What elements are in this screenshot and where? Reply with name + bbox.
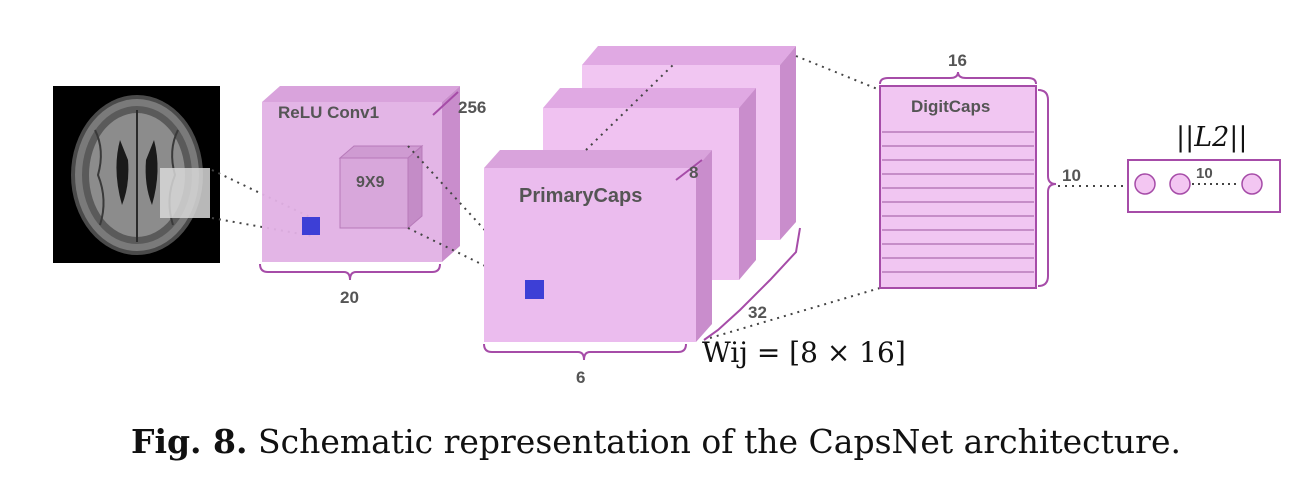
digit-width-label: 16 (948, 51, 967, 70)
brain-mri-image (53, 86, 220, 263)
output-count-label: 10 (1196, 165, 1213, 182)
primary-width-brace (483, 343, 687, 361)
relu-width-brace (259, 263, 441, 281)
primary-depth-label: 8 (689, 163, 698, 182)
primary-caps-stack: PrimaryCaps 8 6 32 (483, 46, 801, 387)
primary-count-brace (703, 227, 801, 341)
primary-caps-label: PrimaryCaps (519, 185, 642, 207)
weight-label: Wij = [8 × 16] (702, 336, 906, 369)
primary-width-label: 6 (576, 368, 585, 387)
conv-kernel-marker (302, 217, 320, 235)
digit-width-brace (879, 71, 1037, 85)
digit-caps-block: 16 DigitCaps 10 (879, 51, 1081, 289)
output-capsule (1241, 173, 1263, 195)
caption-text: Schematic representation of the CapsNet … (247, 422, 1181, 461)
digit-caps-label: DigitCaps (911, 97, 990, 116)
capsnet-diagram: ReLU Conv1 256 9X9 20 PrimaryCaps 8 6 32 (53, 46, 1281, 387)
digit-height-brace (1037, 89, 1057, 287)
output-capsule (1134, 173, 1156, 195)
relu-depth-label: 256 (458, 98, 486, 117)
figure-number: Fig. 8. (131, 422, 248, 461)
primary-caps-unit (525, 280, 544, 299)
relu-conv1-label: ReLU Conv1 (278, 103, 379, 122)
weight-formula: Wij = [8 × 16] (702, 336, 906, 369)
kernel-size-label: 9X9 (356, 174, 385, 191)
figure-caption: Fig. 8. Schematic representation of the … (0, 422, 1312, 461)
relu-width-label: 20 (340, 288, 359, 307)
output-norm-label: ||L2|| (1176, 122, 1248, 153)
primary-count-label: 32 (748, 303, 767, 322)
digit-height-label: 10 (1062, 166, 1081, 185)
relu-conv1-block: ReLU Conv1 256 9X9 20 (259, 86, 486, 307)
output-capsule (1169, 173, 1191, 195)
output-norm-block: ||L2|| 10 (1127, 122, 1281, 213)
